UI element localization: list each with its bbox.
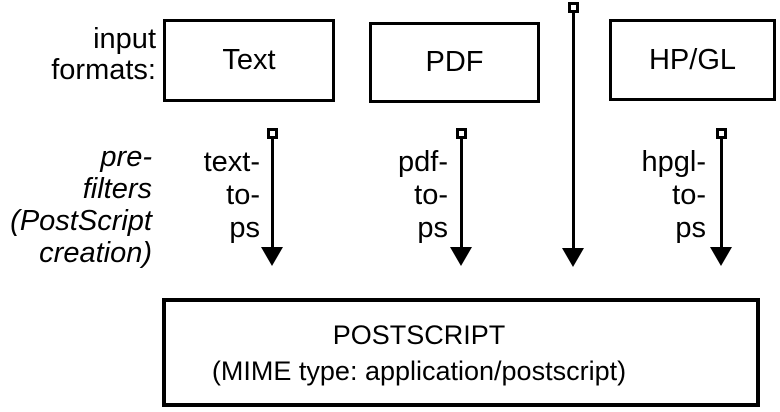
output-box-postscript: POSTSCRIPT (MIME type: application/posts… xyxy=(162,298,760,407)
input-format-label-hpgl: HP/GL xyxy=(648,43,737,76)
arrow-tail-square-icon xyxy=(567,2,579,13)
input-format-box-text: Text xyxy=(163,19,335,102)
arrow-tail-square-icon xyxy=(455,128,467,139)
arrow-head-icon xyxy=(710,247,732,266)
arrow-stem xyxy=(719,139,723,247)
row-label-prefilters: pre- filters (PostScript creation) xyxy=(10,141,152,269)
arrow-tail-square-icon xyxy=(266,128,278,139)
input-format-label-pdf: PDF xyxy=(425,46,484,78)
prefilter-label-hpgltops: hpgl- to- ps xyxy=(641,146,707,244)
output-box-text: POSTSCRIPT (MIME type: application/posts… xyxy=(212,317,626,389)
input-format-label-text: Text xyxy=(222,44,276,76)
arrow-head-icon xyxy=(450,247,472,266)
prefilter-label-texttops: text- to- ps xyxy=(203,146,260,244)
arrow-head-icon xyxy=(261,247,283,266)
output-box-title: POSTSCRIPT xyxy=(332,319,506,350)
arrow-pdftops xyxy=(450,128,472,266)
row-label-input-formats: input formats: xyxy=(51,23,156,86)
arrow-stem xyxy=(270,139,274,247)
output-box-subtitle: (MIME type: application/postscript) xyxy=(211,355,627,386)
prefilter-label-pdftops: pdf- to- ps xyxy=(398,146,448,244)
arrow-hpgltops xyxy=(710,128,732,266)
arrow-stem xyxy=(571,13,575,248)
arrow-stem xyxy=(459,139,463,247)
input-format-box-hpgl: HP/GL xyxy=(609,19,776,101)
arrow-head-icon xyxy=(562,248,584,267)
input-format-box-pdf: PDF xyxy=(369,22,540,103)
arrow-texttops xyxy=(261,128,283,266)
arrow-tail-square-icon xyxy=(715,128,727,139)
arrow-direct-postscript xyxy=(562,2,584,267)
